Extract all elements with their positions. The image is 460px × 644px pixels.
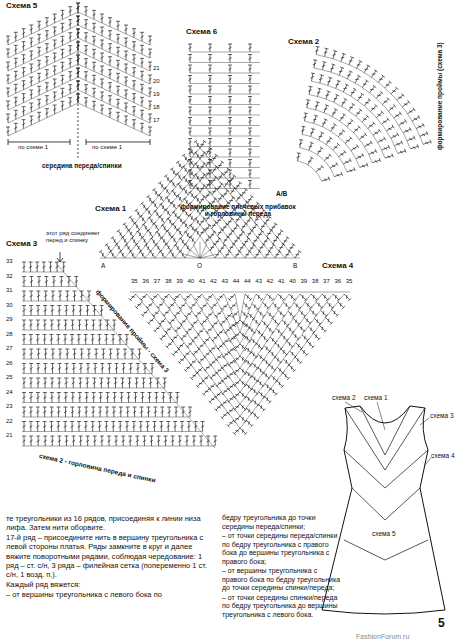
text-column: бедру треугольника до точки середины пер… (222, 514, 344, 620)
instruction-text: – от вершины треугольника с правого бока… (222, 567, 344, 593)
instruction-text: Каждый ряд вяжется: (6, 580, 214, 589)
chain-row (8, 12, 150, 136)
leader-line (345, 402, 431, 466)
part-label: схема 1 (364, 394, 388, 401)
chain-row (100, 148, 300, 258)
chart-title: Схема 6 (186, 28, 217, 37)
row-number: 36 (142, 278, 149, 285)
row-number: 41 (278, 278, 285, 285)
row-number: 44 (244, 278, 251, 285)
row-number: 42 (210, 278, 217, 285)
part-label: схема 5 (372, 530, 396, 537)
row-number: 22 (6, 418, 13, 425)
row-number: 44 (233, 278, 240, 285)
row-number: 35 (131, 278, 138, 285)
row-number: 32 (6, 273, 13, 280)
row-number: 42 (267, 278, 274, 285)
chart-label: схема 2 - горловина переда и спинки (39, 452, 157, 484)
row-number: 38 (165, 278, 172, 285)
row-number: 37 (323, 278, 330, 285)
point-mark: A (101, 262, 105, 269)
part-label: схема 3 (430, 412, 454, 419)
page-number: 5 (438, 617, 445, 630)
part-label: схема 4 (431, 452, 455, 459)
watermark: FashionForum.ru (356, 633, 409, 641)
row-number: 24 (6, 389, 13, 396)
chart-title: Схема 4 (322, 262, 353, 271)
chain-row (190, 52, 260, 189)
row-number: 43 (221, 278, 228, 285)
row-number: 36 (334, 278, 341, 285)
pointer-arrow (57, 252, 63, 262)
chart-title: Схема 2 (288, 38, 319, 47)
row-number: 23 (6, 403, 13, 410)
row-number: 17 (153, 117, 160, 124)
row-number: 40 (289, 278, 296, 285)
chart-label: формирование плечевых прибавок и горлови… (178, 203, 298, 217)
row-number: 28 (6, 331, 13, 338)
row-number: 40 (188, 278, 195, 285)
row-number: 29 (6, 316, 13, 323)
point-mark: O (197, 262, 202, 269)
row-number: 30 (6, 302, 13, 309)
row-number: 31 (6, 287, 13, 294)
stitch-chart (297, 46, 432, 181)
center-line (78, 8, 79, 158)
instruction-text: 17-й ряд – присоедините нить в вершину т… (6, 533, 214, 579)
chart-label: формирование проймы (схема 3) (436, 42, 443, 150)
part-label: схема 2 (332, 394, 356, 401)
row-number: 37 (154, 278, 161, 285)
dress-outline (322, 406, 445, 614)
row-number: 33 (6, 258, 13, 265)
point-mark: A/B (276, 190, 287, 197)
chart-label: формирование проймы - схема 3 (95, 288, 171, 374)
row-number: 27 (6, 345, 13, 352)
static-lines (8, 8, 445, 614)
row-number: 43 (255, 278, 262, 285)
chart-label: середина переда/спинки (42, 162, 122, 169)
chart-title: Схема 5 (6, 2, 37, 11)
row-number: 39 (301, 278, 308, 285)
point-mark: B (293, 262, 297, 269)
instruction-text: бедру треугольника до точки середины пер… (222, 514, 344, 531)
row-number: 21 (153, 65, 160, 72)
row-number: 20 (153, 78, 160, 85)
row-number: 18 (153, 104, 160, 111)
stitch-chart (99, 140, 301, 258)
chart-title: Схема 3 (6, 240, 37, 249)
dress-detail (344, 406, 428, 560)
text-column: те треугольники из 16 рядов, присоединяя… (6, 514, 214, 600)
chart-label: по схеме 1 (18, 144, 48, 151)
stitch-charts (6, 3, 431, 448)
row-number: 41 (199, 278, 206, 285)
row-number: 26 (6, 360, 13, 367)
chain-row (298, 55, 424, 182)
instruction-text: – от точки середины переда/спинки по бед… (222, 532, 344, 566)
row-number: 21 (6, 432, 13, 439)
chart-label: по схеме 1 (92, 144, 122, 151)
row-number: 38 (312, 278, 319, 285)
row-number: 35 (346, 278, 353, 285)
row-number: 19 (153, 91, 160, 98)
row-number: 39 (176, 278, 183, 285)
instruction-text: – от точки середины спинки/переда по бед… (222, 594, 344, 620)
instruction-text: – от вершины треугольника с левого бока … (6, 590, 214, 599)
instruction-text: те треугольники из 16 рядов, присоединяя… (6, 514, 214, 532)
row-number: 25 (6, 374, 13, 381)
chart-label: этот ряд соединяет перед и спинку (46, 230, 104, 243)
chart-title: Схема 1 (95, 205, 126, 214)
stitch-chart (6, 3, 152, 136)
